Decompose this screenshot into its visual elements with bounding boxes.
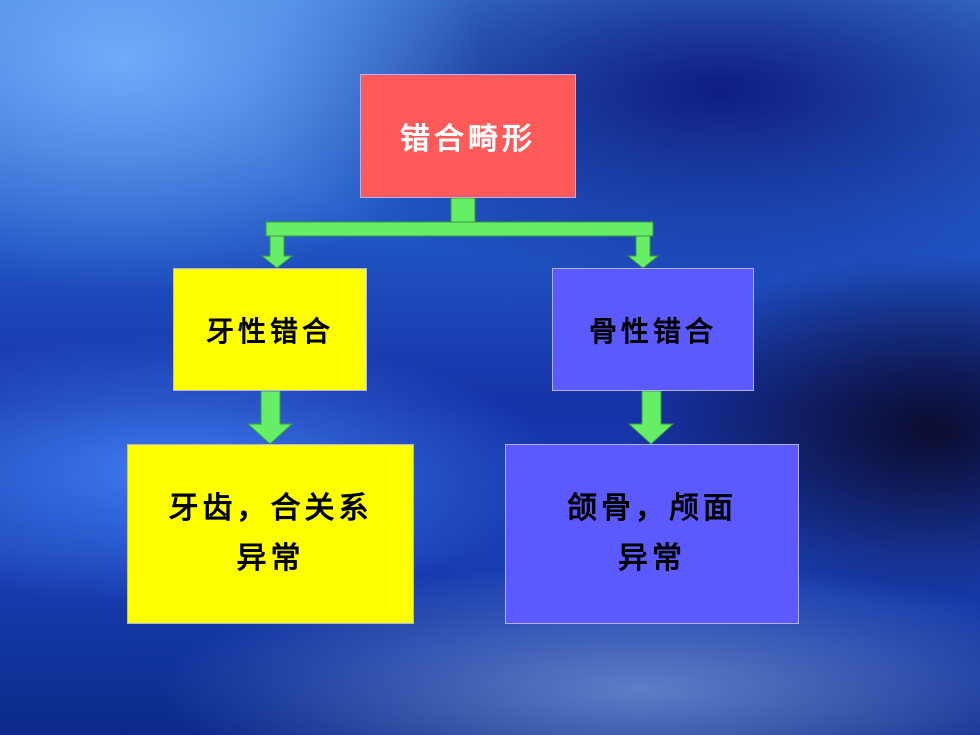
node-malocclusion-label: 错合畸形 xyxy=(400,122,536,157)
arrow-to-left-child xyxy=(246,390,294,445)
node-dental-abnormality: 牙齿，合关系 异常 xyxy=(127,444,414,624)
node-dental-malocclusion-label: 牙性错合 xyxy=(205,314,334,348)
node-skeletal-malocclusion: 骨性错合 xyxy=(552,268,754,391)
node-dental-malocclusion: 牙性错合 xyxy=(173,268,367,391)
branch-bar xyxy=(265,221,654,237)
root-stem xyxy=(450,197,476,223)
node-skeletal-abnormality-line1: 颌骨，颅面 xyxy=(567,491,737,526)
node-skeletal-abnormality: 颌骨，颅面 异常 xyxy=(505,444,799,624)
arrow-to-right-child xyxy=(627,390,675,445)
arrow-to-left-node xyxy=(260,235,294,269)
arrow-to-right-node xyxy=(626,235,660,269)
node-dental-abnormality-line1: 牙齿，合关系 xyxy=(168,491,373,526)
node-malocclusion: 错合畸形 xyxy=(360,74,576,198)
node-skeletal-abnormality-line2: 异常 xyxy=(618,541,686,576)
node-skeletal-malocclusion-label: 骨性错合 xyxy=(588,314,717,348)
node-dental-abnormality-line2: 异常 xyxy=(236,541,305,576)
